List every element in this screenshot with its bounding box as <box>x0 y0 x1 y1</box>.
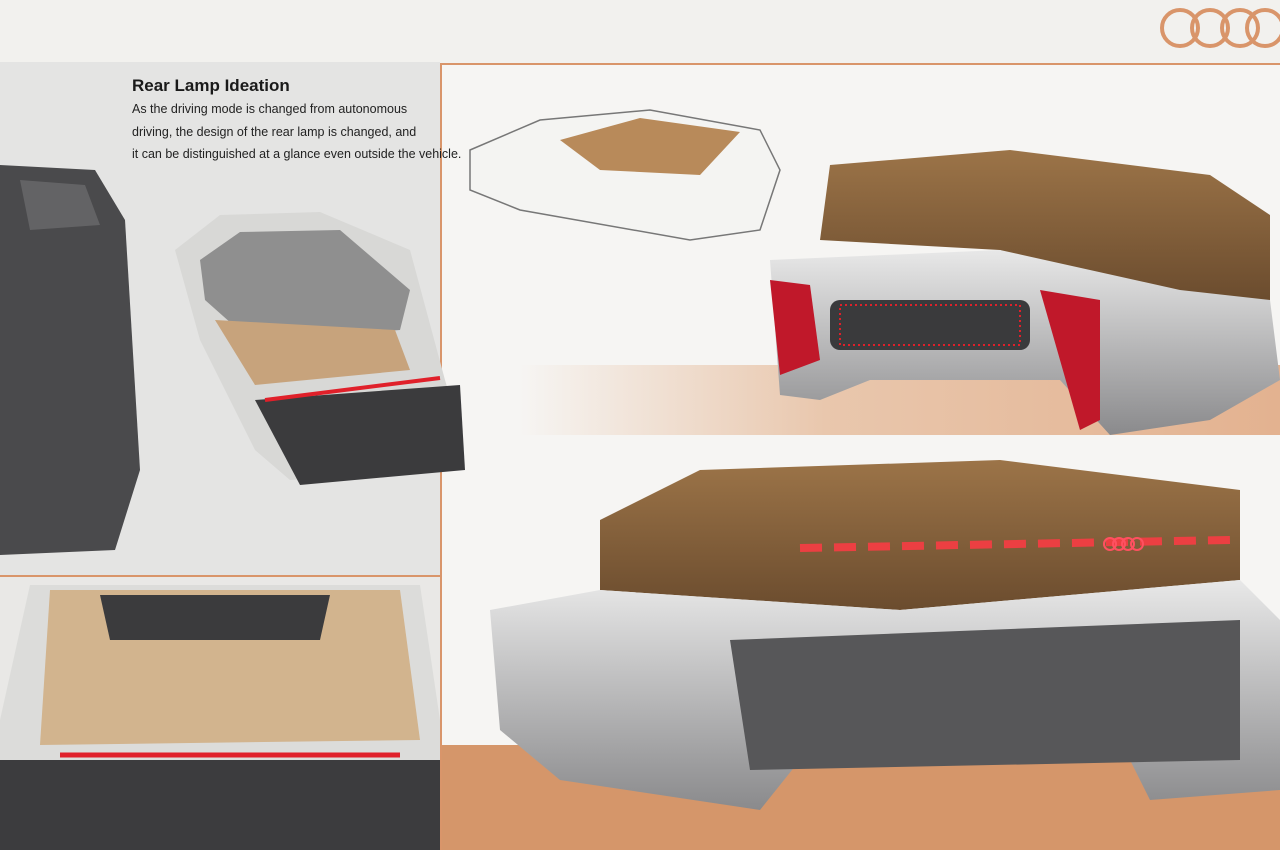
panel-divider <box>0 575 440 577</box>
description-line: it can be distinguished at a glance even… <box>132 147 462 161</box>
car-sketch-line-drawing <box>469 109 781 241</box>
car-rear-lamp-sketch-large <box>490 460 1280 810</box>
description-line: driving, the design of the rear lamp is … <box>132 125 417 139</box>
dark-car-sketch-left <box>0 165 140 555</box>
description-line: As the driving mode is changed from auto… <box>132 102 408 116</box>
car-sketch-rear-closeup <box>0 585 440 850</box>
car-rear-lamp-sketch-mid <box>770 150 1280 435</box>
audi-logo <box>1160 8 1280 48</box>
car-sketch-top-view <box>175 212 465 485</box>
page-title: Rear Lamp Ideation <box>132 76 290 95</box>
audi-rings-rear-lamp <box>1103 537 1144 551</box>
